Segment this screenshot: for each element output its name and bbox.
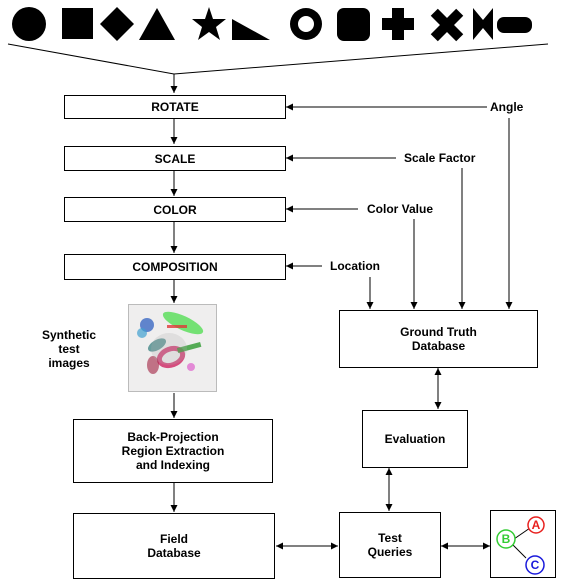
field-database-box: Field Database [73,513,275,579]
scale-box: SCALE [64,146,286,171]
cross-shape [430,8,464,42]
bowtie-shape [473,8,493,40]
star-shape [192,7,226,40]
edge-b-a [513,527,531,540]
square-shape [62,8,93,39]
node-c [525,555,545,575]
rounded-bar-shape [497,17,532,33]
rotate-box: ROTATE [64,95,286,119]
ground-truth-database-box: Ground Truth Database [339,310,538,368]
circle-shape [12,7,46,41]
query-graph-box: A B C [490,510,556,578]
node-b [496,529,516,549]
diamond-shape [100,7,134,41]
right-triangle-shape [232,19,270,40]
color-box: COLOR [64,197,286,222]
location-label: Location [330,259,380,273]
synthetic-blobs [129,305,216,391]
funnel [7,43,549,93]
triangle-shape [139,8,175,40]
node-a-label: A [532,518,541,532]
shape-row [12,7,532,42]
edge-b-c [511,543,527,559]
rounded-square-shape [337,8,370,41]
node-c-label: C [531,558,540,572]
evaluation-box: Evaluation [362,410,468,468]
query-graph: A B C [496,516,545,575]
color-value-label: Color Value [367,202,434,216]
plus-shape [382,8,414,40]
angle-label: Angle [490,100,524,114]
node-b-label: B [502,532,511,546]
back-projection-box: Back-Projection Region Extraction and In… [73,419,273,483]
scale-factor-label: Scale Factor [404,151,476,165]
connectors [170,103,513,550]
node-a [527,516,545,534]
synthetic-test-image [128,304,217,392]
synthetic-images-label: Synthetic test images [42,328,97,370]
composition-box: COMPOSITION [64,254,286,280]
test-queries-box: Test Queries [339,512,441,578]
ring-shape [290,8,322,40]
